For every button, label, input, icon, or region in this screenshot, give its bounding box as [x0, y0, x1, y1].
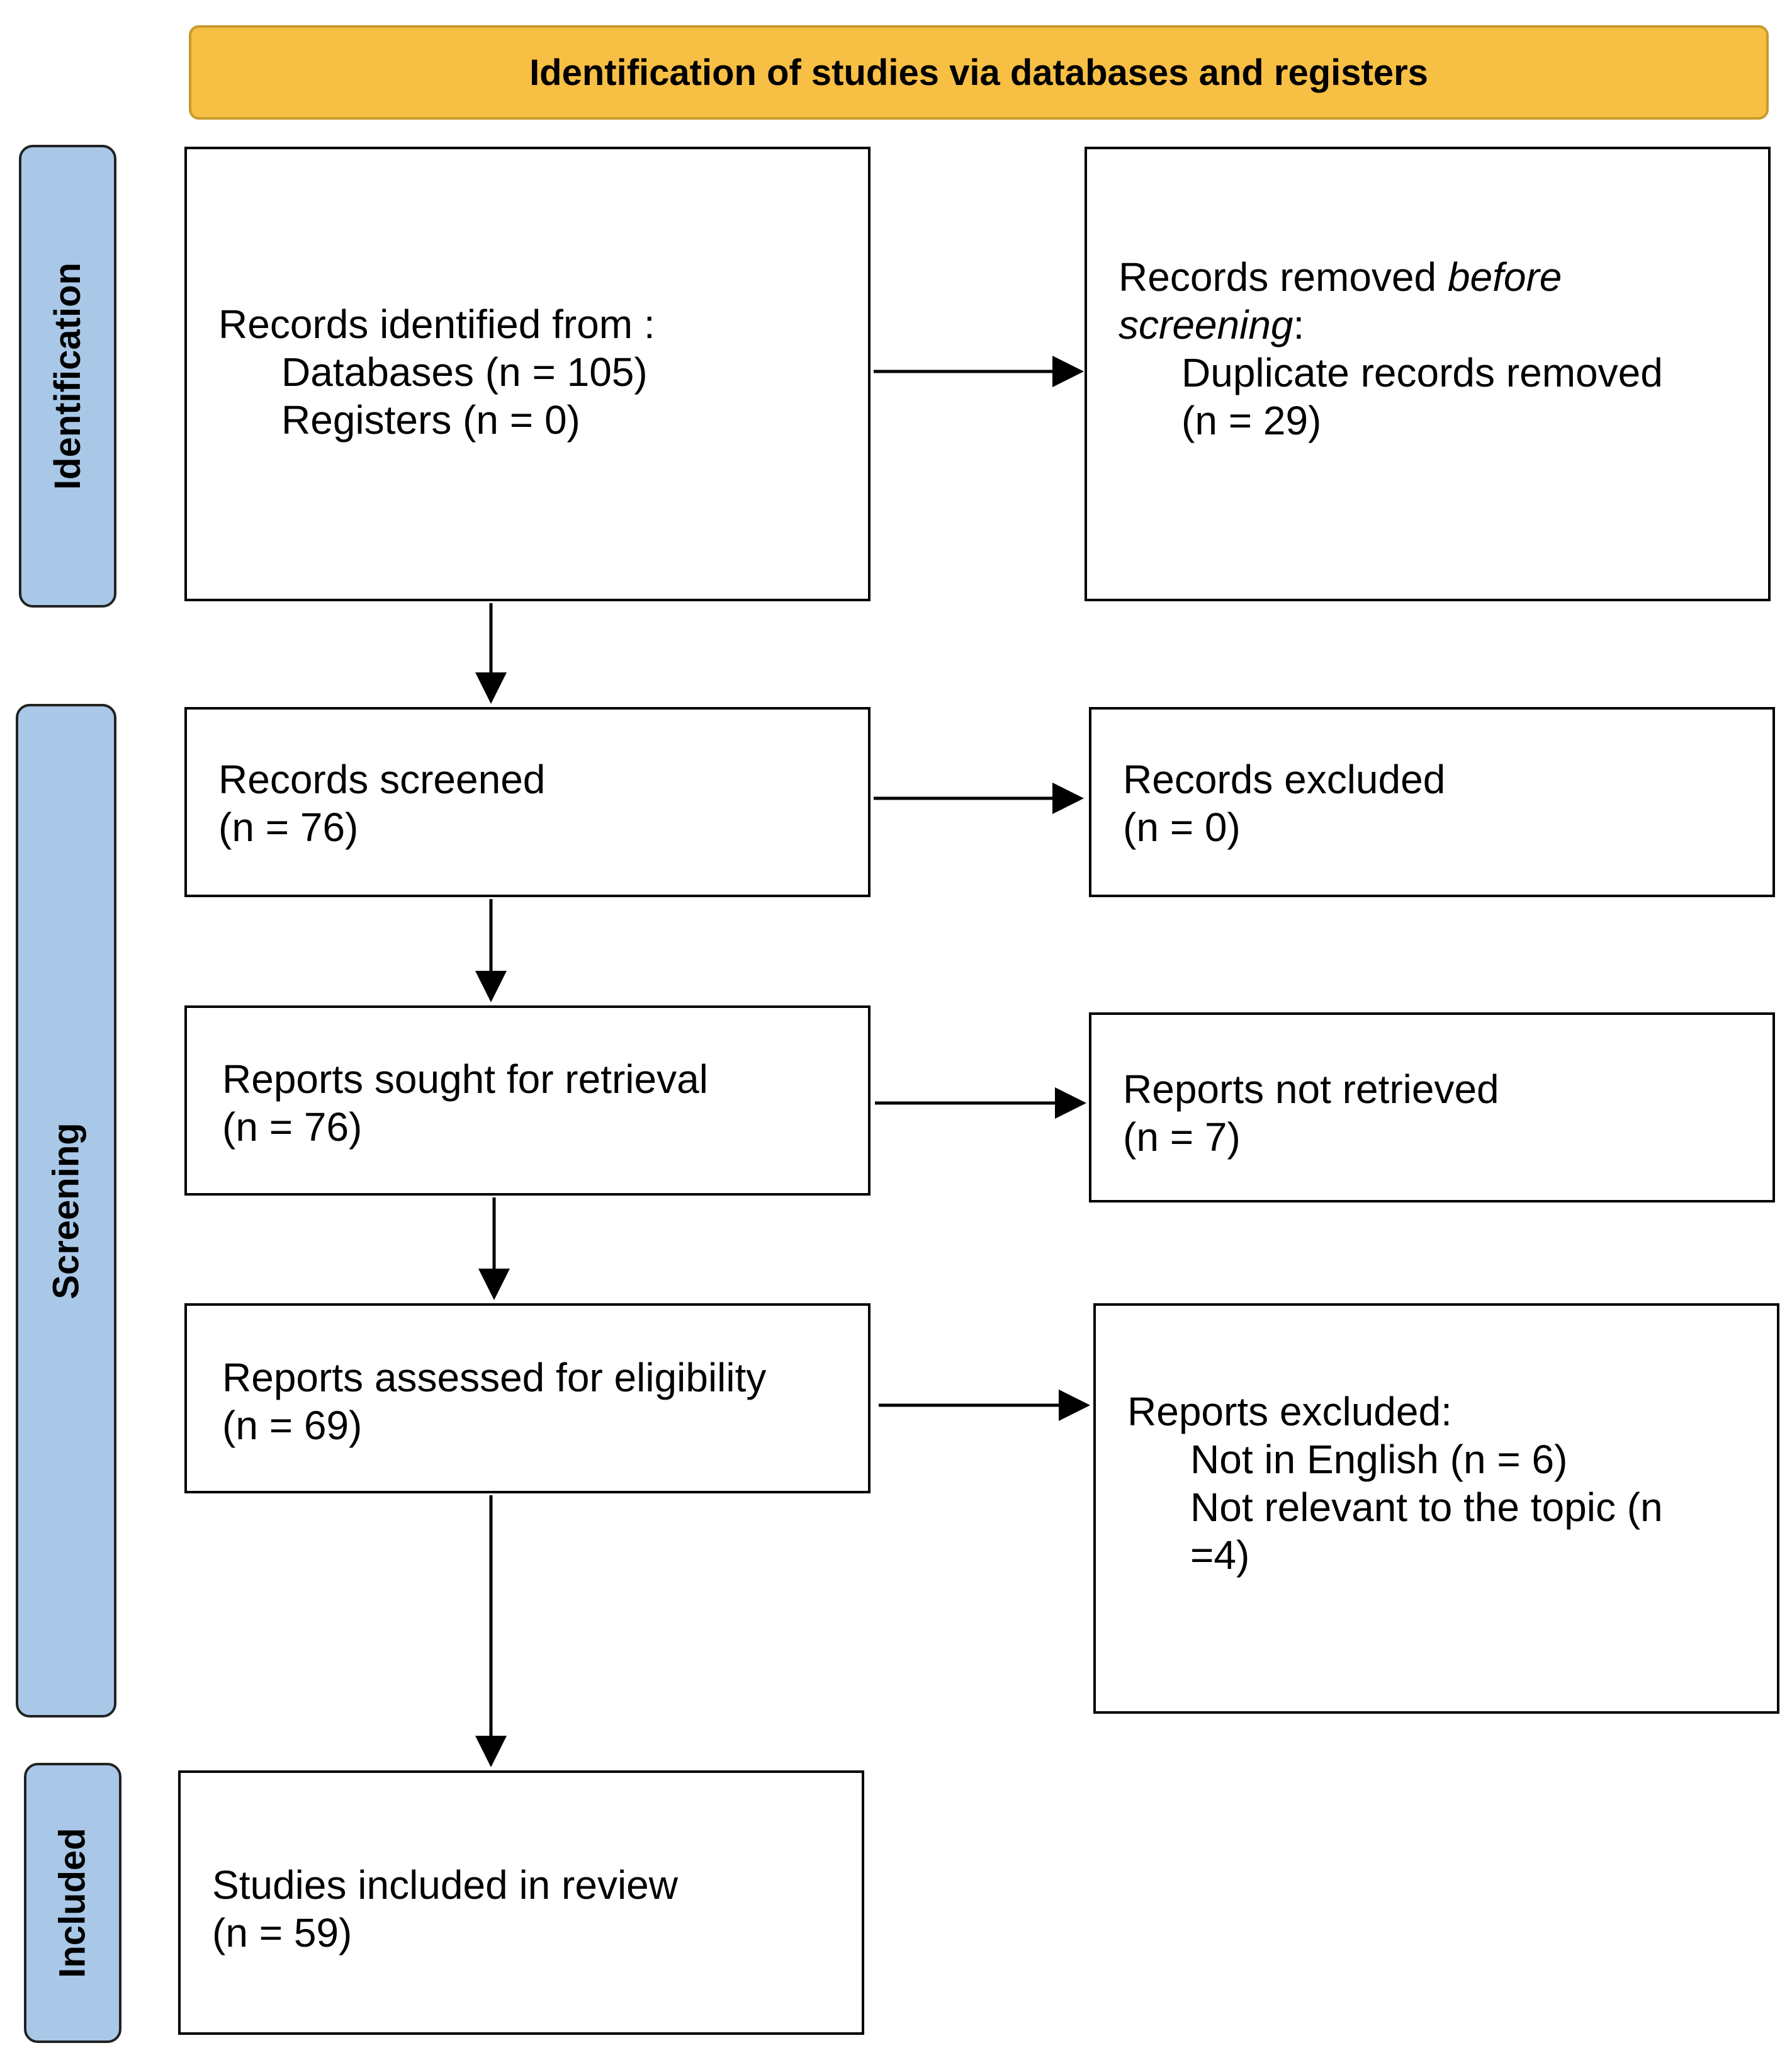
records-screened-box: Records screened (n = 76)	[184, 707, 871, 897]
records-excluded-box: Records excluded (n = 0)	[1089, 707, 1775, 897]
reports-sought-box: Reports sought for retrieval (n = 76)	[184, 1005, 871, 1196]
studies-included-title: Studies included in review	[212, 1862, 678, 1908]
section-header-title: Identification of studies via databases …	[529, 52, 1428, 93]
records-removed-title: Records removed before	[1119, 254, 1562, 300]
studies-included-count: (n = 59)	[212, 1910, 352, 1955]
phase-label-identification: Identification	[19, 145, 116, 608]
registers-count: Registers (n = 0)	[281, 397, 580, 443]
phase-label-included: Included	[24, 1763, 121, 2043]
reports-excluded-box: Reports excluded: Not in English (n = 6)…	[1093, 1303, 1779, 1714]
duplicates-label: Duplicate records removed	[1181, 350, 1663, 395]
reports-excluded-title: Reports excluded:	[1127, 1389, 1452, 1434]
studies-included-box: Studies included in review (n = 59)	[178, 1770, 864, 2035]
records-identified-box: Records identified from : Databases (n =…	[184, 147, 871, 601]
reports-not-retrieved-box: Reports not retrieved (n = 7)	[1089, 1012, 1775, 1203]
reports-not-retrieved-title: Reports not retrieved	[1123, 1067, 1499, 1112]
databases-count: Databases (n = 105)	[281, 349, 648, 395]
reports-assessed-box: Reports assessed for eligibility (n = 69…	[184, 1303, 871, 1493]
records-screened-title: Records screened	[218, 757, 546, 802]
duplicates-count: (n = 29)	[1181, 398, 1322, 443]
records-removed-box: Records removed before screening: Duplic…	[1085, 147, 1771, 601]
reports-sought-count: (n = 76)	[222, 1104, 363, 1150]
section-header: Identification of studies via databases …	[189, 25, 1769, 120]
records-identified-title: Records identified from :	[218, 302, 655, 347]
records-excluded-title: Records excluded	[1123, 757, 1446, 802]
records-excluded-count: (n = 0)	[1123, 805, 1241, 850]
records-screened-count: (n = 76)	[218, 805, 359, 850]
reports-assessed-title: Reports assessed for eligibility	[222, 1355, 767, 1400]
phase-label-screening: Screening	[16, 704, 116, 1718]
reports-not-retrieved-count: (n = 7)	[1123, 1114, 1241, 1160]
exclusion-reason-topic: Not relevant to the topic (n	[1190, 1485, 1663, 1530]
exclusion-reason-topic-cont: =4)	[1190, 1532, 1250, 1578]
reports-sought-title: Reports sought for retrieval	[222, 1056, 708, 1102]
reports-assessed-count: (n = 69)	[222, 1403, 363, 1448]
exclusion-reason-language: Not in English (n = 6)	[1190, 1437, 1568, 1482]
